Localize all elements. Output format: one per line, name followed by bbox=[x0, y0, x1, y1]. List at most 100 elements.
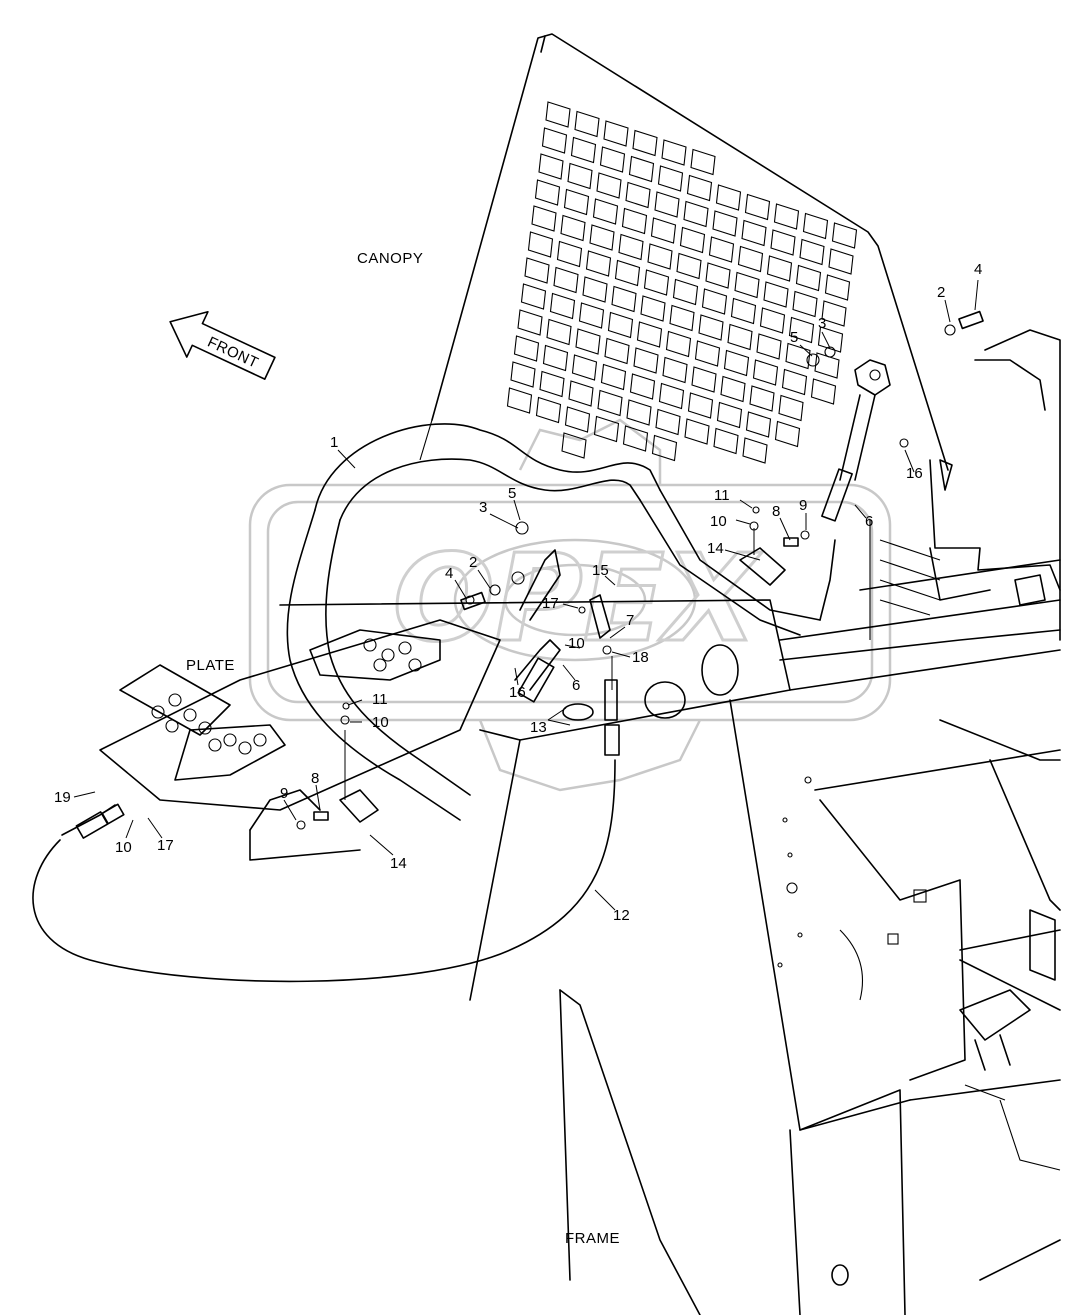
perforation-hole bbox=[792, 290, 818, 318]
front-arrow-label: FRONT bbox=[205, 334, 261, 372]
perforation-hole bbox=[756, 333, 782, 360]
perforation-hole bbox=[597, 389, 623, 417]
main-frame bbox=[279, 599, 1061, 1315]
perforation-hole bbox=[599, 146, 626, 173]
callout-8: 8 bbox=[772, 503, 780, 520]
perforation-hole bbox=[563, 188, 590, 216]
perforation-hole bbox=[534, 179, 561, 206]
callout-5b: 5 bbox=[508, 485, 516, 502]
perforation-hole bbox=[828, 248, 854, 275]
callout-9b: 9 bbox=[280, 785, 288, 802]
perforation-hole bbox=[596, 172, 622, 199]
perforation-hole bbox=[744, 193, 771, 221]
perforation-hole bbox=[541, 127, 568, 154]
step-plate bbox=[99, 619, 501, 861]
perforation-hole bbox=[821, 300, 847, 327]
callout-2: 2 bbox=[937, 284, 945, 301]
canopy-perforation-grid bbox=[506, 101, 858, 464]
perforation-hole bbox=[651, 434, 678, 462]
perforation-hole bbox=[708, 236, 735, 263]
callout-7: 7 bbox=[626, 612, 634, 629]
perforation-hole bbox=[661, 139, 687, 166]
perforation-hole bbox=[531, 205, 557, 232]
perforation-hole bbox=[810, 378, 837, 405]
perforation-hole bbox=[654, 191, 680, 218]
perforation-hole bbox=[535, 396, 562, 424]
perforation-hole bbox=[513, 335, 540, 362]
perforation-hole bbox=[715, 184, 742, 211]
perforation-hole bbox=[657, 165, 684, 192]
perforation-hole bbox=[553, 266, 579, 294]
perforation-hole bbox=[517, 309, 543, 336]
callout-10: 10 bbox=[710, 513, 727, 530]
perforation-hole bbox=[585, 250, 612, 277]
control-cable bbox=[32, 679, 620, 983]
perforation-hole bbox=[730, 297, 757, 325]
perforation-hole bbox=[632, 129, 658, 157]
frame-right-structure bbox=[779, 329, 1061, 661]
perforation-hole bbox=[662, 356, 688, 384]
perforation-hole bbox=[694, 340, 721, 367]
callout-18: 18 bbox=[632, 649, 649, 666]
perforation-hole bbox=[766, 255, 793, 282]
perforation-hole bbox=[752, 359, 779, 386]
perforation-hole bbox=[643, 269, 670, 296]
perforation-hole bbox=[690, 148, 716, 176]
perforation-hole bbox=[658, 382, 685, 410]
perforation-hole bbox=[799, 238, 825, 266]
callout-13: 13 bbox=[530, 719, 547, 736]
perforation-hole bbox=[773, 203, 800, 230]
perforation-hole bbox=[705, 262, 731, 289]
callout-11b: 11 bbox=[372, 691, 388, 708]
perforation-hole bbox=[625, 181, 651, 209]
gas-spring-assembly bbox=[296, 310, 984, 830]
perforation-hole bbox=[621, 207, 648, 235]
perforation-hole bbox=[636, 321, 663, 348]
perforation-hole bbox=[749, 385, 775, 412]
perforation-hole bbox=[785, 342, 811, 370]
callout-16b: 16 bbox=[509, 684, 526, 701]
callout-3b: 3 bbox=[479, 499, 487, 516]
perforation-hole bbox=[626, 399, 652, 426]
perforation-hole bbox=[578, 302, 605, 329]
leader-lines bbox=[73, 279, 979, 911]
perforation-hole bbox=[712, 210, 738, 237]
callout-11: 11 bbox=[714, 487, 730, 504]
watermark-text: OPEX bbox=[393, 530, 763, 669]
perforation-hole bbox=[568, 380, 594, 407]
perforation-hole bbox=[546, 318, 572, 346]
callout-4: 4 bbox=[974, 261, 982, 278]
perforation-hole bbox=[539, 370, 565, 398]
callout-10c: 10 bbox=[372, 714, 389, 731]
perforation-hole bbox=[795, 264, 822, 292]
perforation-hole bbox=[640, 295, 666, 322]
perforation-hole bbox=[567, 162, 593, 190]
perforation-hole bbox=[763, 281, 789, 308]
perforation-hole bbox=[778, 394, 804, 422]
perforation-hole bbox=[542, 344, 569, 372]
frame-label: FRAME bbox=[565, 1230, 620, 1247]
perforation-hole bbox=[574, 110, 600, 138]
canopy-label: CANOPY bbox=[357, 250, 423, 267]
perforation-hole bbox=[716, 401, 743, 429]
perforation-hole bbox=[745, 411, 772, 438]
perforation-hole bbox=[831, 222, 858, 249]
callout-6b: 6 bbox=[572, 677, 580, 694]
perforation-hole bbox=[589, 224, 615, 251]
perforation-hole bbox=[527, 231, 554, 258]
perforation-hole bbox=[788, 316, 815, 344]
perforation-hole bbox=[655, 408, 681, 436]
callout-14b: 14 bbox=[390, 855, 407, 872]
callout-5: 5 bbox=[790, 329, 798, 346]
perforation-hole bbox=[684, 418, 710, 445]
perforation-hole bbox=[570, 136, 597, 164]
perforation-hole bbox=[701, 288, 728, 315]
callout-17b: 17 bbox=[157, 837, 174, 854]
callout-3: 3 bbox=[818, 315, 826, 332]
callout-9: 9 bbox=[799, 497, 807, 514]
callout-15: 15 bbox=[592, 562, 609, 579]
perforation-hole bbox=[770, 229, 796, 256]
perforation-hole bbox=[713, 427, 739, 455]
perforation-hole bbox=[607, 311, 634, 339]
front-arrow: FRONT bbox=[169, 310, 276, 380]
